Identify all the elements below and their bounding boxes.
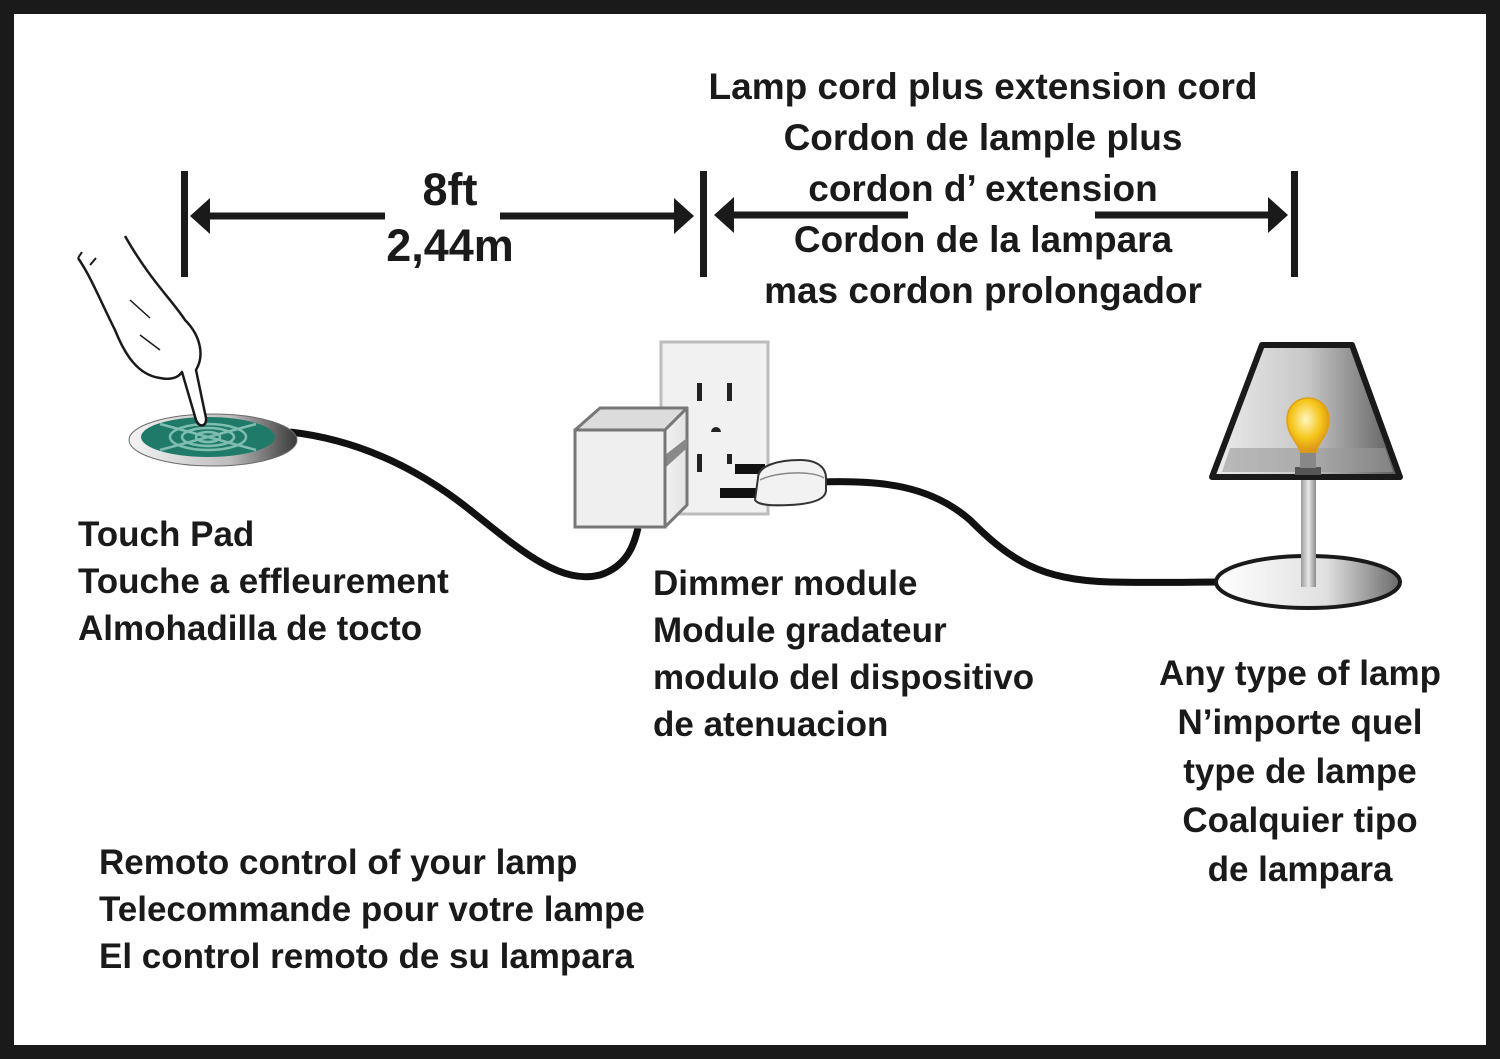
dimension-metric: 2,44m xyxy=(386,220,514,271)
arrowhead-left-2 xyxy=(714,197,734,233)
dimension-imperial: 8ft xyxy=(422,164,478,215)
dimension-left-label: 8ft 2,44m xyxy=(345,167,555,268)
tick-left-start xyxy=(181,171,188,277)
lamp-label: Any type of lamp N’importe quel type de … xyxy=(1120,656,1480,901)
dimension-right xyxy=(714,171,1298,277)
label-line: cordon d’ extension xyxy=(808,168,1158,209)
label-line: Cordon de la lampara xyxy=(793,219,1173,260)
plug-icon xyxy=(720,458,827,507)
diagram-canvas xyxy=(14,14,1486,1045)
light-bulb-icon xyxy=(1286,397,1330,453)
dimension-right-label: Lamp cord plus extension cord Cordon de … xyxy=(640,68,1326,323)
label-line: Almohadilla de tocto xyxy=(78,609,423,648)
label-line: Lamp cord plus extension cord xyxy=(708,66,1258,107)
dimmer-module-icon xyxy=(573,406,689,529)
touch-pad-label: Touch Pad Touche a effleurement Almohadi… xyxy=(78,517,449,658)
cord-dimmer-to-lamp xyxy=(819,478,1219,586)
caption-line: El control remoto de su lampara xyxy=(99,937,634,976)
arrowhead-right xyxy=(674,198,694,234)
arrowhead-left xyxy=(190,198,210,234)
tick-left-end xyxy=(700,171,707,277)
label-line: Dimmer module xyxy=(653,564,918,603)
lamp-icon xyxy=(1209,342,1403,610)
cord-pad-to-dimmer xyxy=(289,428,642,581)
label-line: Coalquier tipo xyxy=(1182,801,1418,840)
label-line: type de lampe xyxy=(1183,752,1417,791)
caption: Remoto control of your lamp Telecommande… xyxy=(99,845,645,986)
dimension-left xyxy=(181,171,707,277)
touch-pad-icon xyxy=(128,413,298,467)
label-line: Any type of lamp xyxy=(1159,654,1441,693)
arrowhead-right-2 xyxy=(1268,197,1288,233)
caption-line: Telecommande pour votre lampe xyxy=(99,890,645,929)
label-line: Touch Pad xyxy=(78,515,255,554)
label-line: Module gradateur xyxy=(653,611,947,650)
label-line: Touche a effleurement xyxy=(78,562,449,601)
label-line: N’importe quel xyxy=(1177,703,1423,742)
label-line: Cordon de lample plus xyxy=(783,117,1183,158)
label-line: mas cordon prolongador xyxy=(764,270,1202,311)
lamp-pole xyxy=(1301,475,1316,587)
label-line: modulo del dispositivo xyxy=(653,658,1035,697)
pointing-hand-icon xyxy=(76,235,208,427)
label-line: de lampara xyxy=(1207,850,1393,889)
label-line: de atenuacion xyxy=(653,705,889,744)
dimmer-module-label: Dimmer module Module gradateur modulo de… xyxy=(653,566,1034,754)
tick-right-end xyxy=(1291,171,1298,277)
caption-line: Remoto control of your lamp xyxy=(99,843,578,882)
